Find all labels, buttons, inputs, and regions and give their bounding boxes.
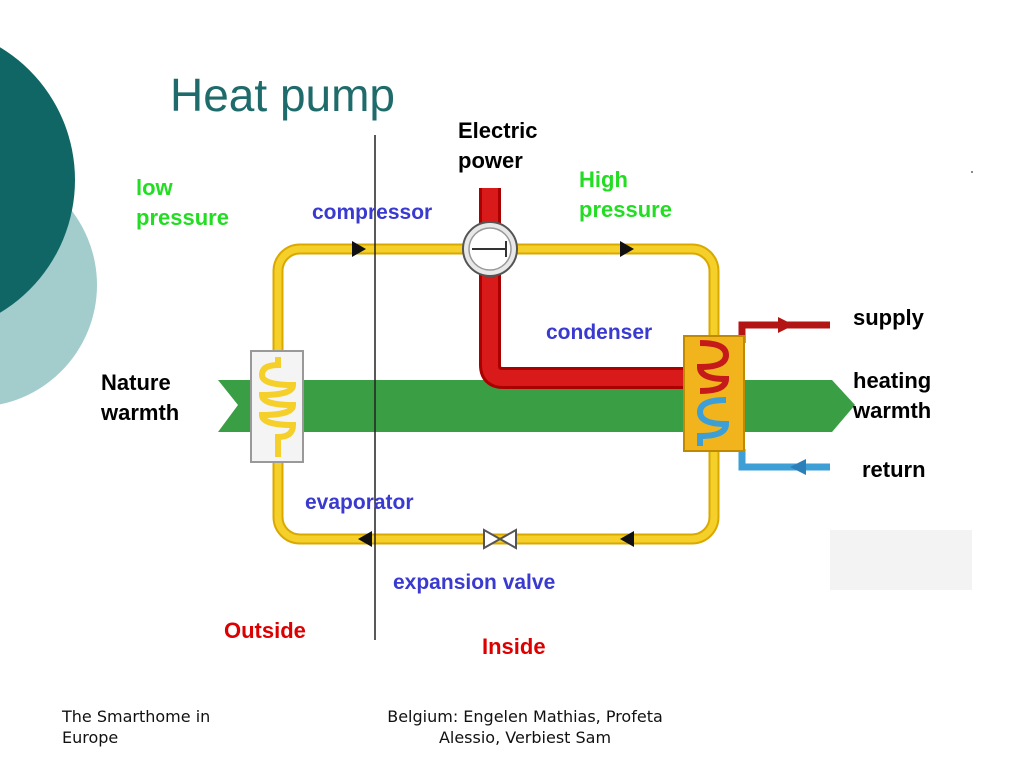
return-label: return	[862, 457, 926, 482]
outside-label: Outside	[224, 618, 306, 643]
flow-arrow-top-right	[620, 241, 634, 257]
low-pressure-label: low pressure	[136, 175, 229, 230]
condenser-cold-coil	[696, 397, 730, 446]
supply-label: supply	[853, 305, 924, 330]
heating-warmth-label: heating warmth	[853, 368, 932, 423]
flow-arrow-bottom-right	[620, 531, 634, 547]
return-pipe	[738, 449, 830, 471]
electric-power-label: Electric power	[458, 118, 538, 173]
inside-label: Inside	[482, 634, 546, 659]
power-pipe	[482, 188, 690, 386]
expansion-valve-icon	[483, 528, 503, 550]
diagram-background	[830, 530, 972, 590]
footer-right: Belgium: Engelen Mathias, Profeta Alessi…	[387, 707, 663, 747]
nature-warmth-label: Nature warmth	[101, 370, 180, 425]
artifact-dot	[971, 171, 973, 173]
condenser-hot-coil	[696, 340, 730, 394]
supply-arrow	[778, 317, 794, 333]
footer-left: The Smarthome in Europe	[62, 707, 211, 747]
slide-title: Heat pump	[170, 69, 396, 121]
compressor-label: compressor	[312, 201, 433, 224]
expansion-valve-icon-right	[497, 528, 517, 550]
flow-arrow-bottom-left	[358, 531, 372, 547]
return-arrow	[790, 459, 806, 475]
evaporator-coil	[258, 357, 297, 457]
high-pressure-label: High pressure	[579, 167, 672, 222]
expansion-valve-label: expansion valve	[393, 571, 556, 594]
flow-arrow-top-left	[352, 241, 366, 257]
condenser-label: condenser	[546, 321, 653, 344]
dark-teal-circle	[0, 47, 75, 313]
evaporator-label: evaporator	[305, 491, 414, 514]
